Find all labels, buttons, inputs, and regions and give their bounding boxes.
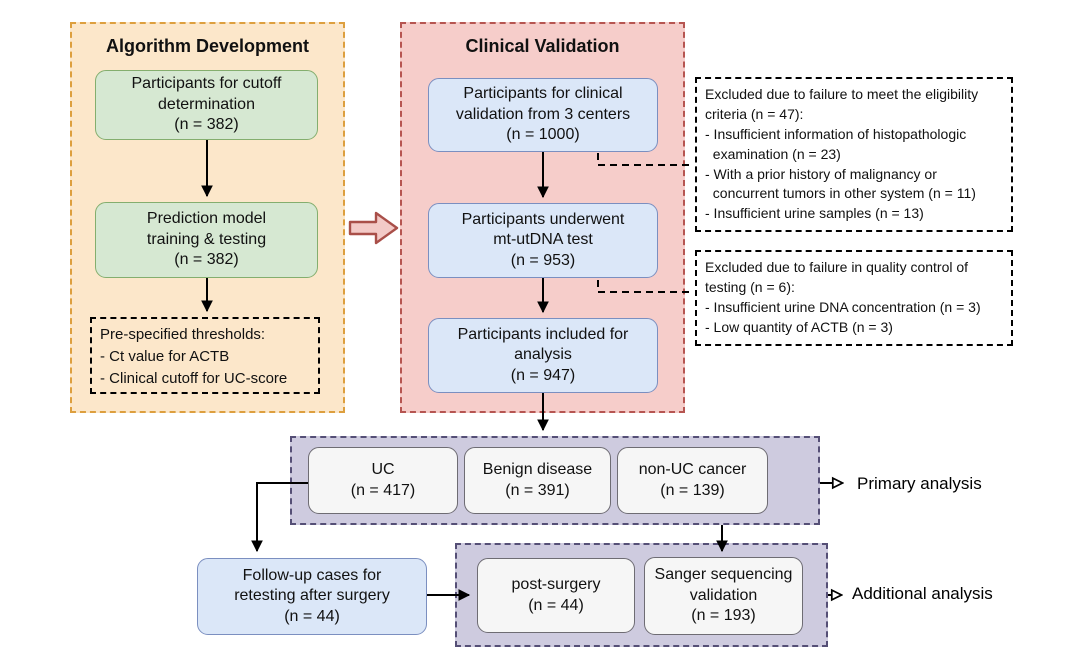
enrollment-box: Participants for clinical validation fro… [428, 78, 658, 152]
sanger-sequencing-box: Sanger sequencing validation (n = 193) [644, 557, 803, 635]
exclusion-quality-control-box: Excluded due to failure in quality contr… [695, 250, 1013, 346]
mt-utdna-test-box: Participants underwent mt-utDNA test (n … [428, 203, 658, 278]
cutoff-determination-box: Participants for cutoff determination (n… [95, 70, 318, 140]
non-uc-cancer-box: non-UC cancer (n = 139) [617, 447, 768, 514]
uc-box: UC (n = 417) [308, 447, 458, 514]
exclusion-eligibility-box: Excluded due to failure to meet the elig… [695, 77, 1013, 233]
pre-specified-thresholds-box: Pre-specified thresholds: - Ct value for… [90, 317, 320, 394]
primary-analysis-label: Primary analysis [857, 474, 982, 493]
validation-panel-title: Clinical Validation [465, 36, 620, 56]
additional-analysis-label: Additional analysis [852, 584, 993, 603]
algorithm-panel-title: Algorithm Development [105, 36, 310, 56]
post-surgery-box: post-surgery (n = 44) [477, 558, 635, 633]
benign-disease-box: Benign disease (n = 391) [464, 447, 611, 514]
follow-up-box: Follow-up cases for retesting after surg… [197, 558, 427, 635]
prediction-model-box: Prediction model training & testing (n =… [95, 202, 318, 278]
phase-transition-arrow-icon [348, 211, 399, 245]
included-for-analysis-box: Participants included for analysis (n = … [428, 318, 658, 393]
